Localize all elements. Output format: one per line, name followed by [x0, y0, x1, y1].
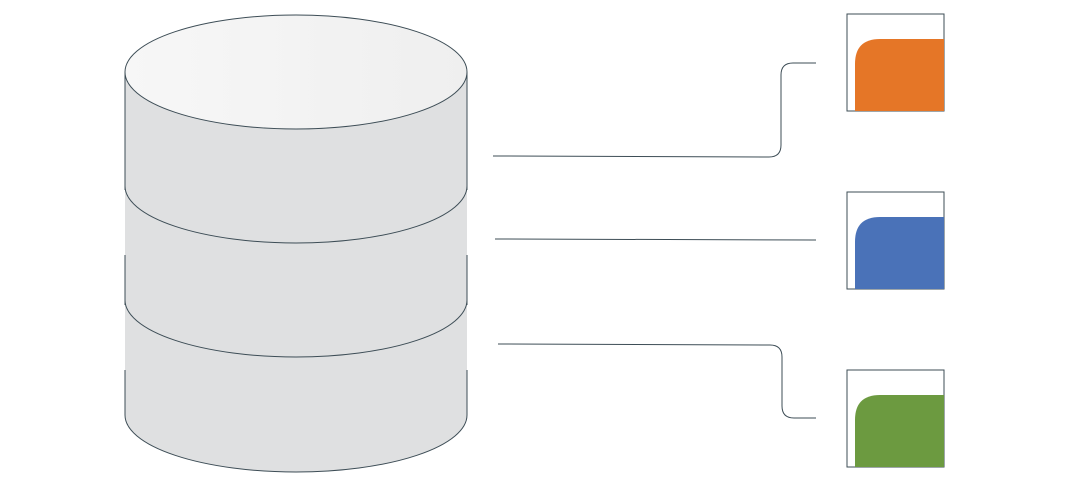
output-orange: [846, 13, 945, 112]
database-bottom-edge: [124, 414, 468, 473]
rounded-tab-icon: [855, 39, 944, 111]
rounded-tab-icon: [855, 217, 944, 289]
output-green: [846, 369, 945, 468]
rounded-tab-icon: [855, 395, 944, 467]
database-cylinder-icon: [124, 14, 468, 473]
connectors: [492, 62, 817, 419]
database-divider-2: [124, 299, 468, 358]
database-top: [124, 14, 468, 130]
output-blue: [846, 191, 945, 290]
database-divider-1: [124, 185, 468, 244]
connector-middle: [494, 238, 817, 241]
connector-bottom: [497, 343, 816, 419]
connector-top: [492, 62, 816, 158]
database-body: [125, 72, 467, 472]
